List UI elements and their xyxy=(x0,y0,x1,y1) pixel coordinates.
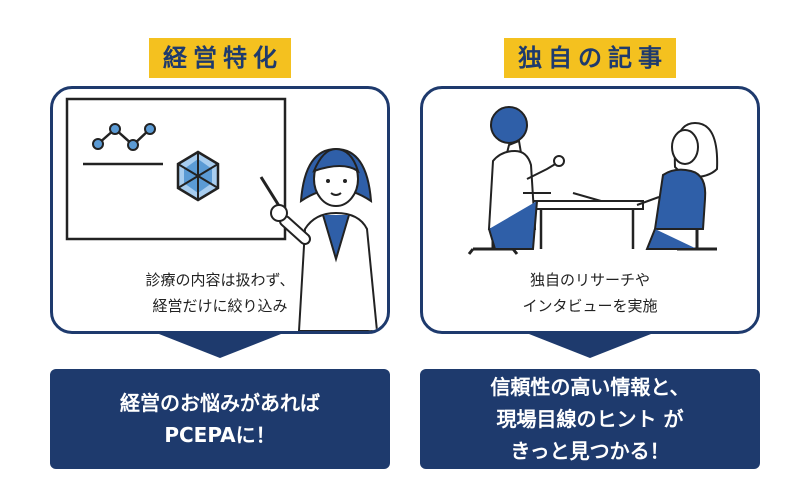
presenter-illustration xyxy=(65,97,379,331)
table-icon xyxy=(532,192,644,249)
feature-column-articles: 独自の記事 xyxy=(420,0,760,500)
feature-column-management: 経営特化 xyxy=(50,0,390,500)
caption-management: 診療の内容は扱わず、 経営だけに絞り込み xyxy=(145,271,295,315)
line-chart-icon xyxy=(97,127,151,147)
interviewee-woman-icon xyxy=(636,121,719,251)
interview-illustration xyxy=(467,106,719,255)
heading-management: 経営特化 xyxy=(50,38,390,78)
down-arrow-icon xyxy=(529,334,651,358)
interviewer-man-icon xyxy=(467,106,565,255)
presenter-woman-icon xyxy=(270,147,379,331)
card-management: 診療の内容は扱わず、 経営だけに絞り込み xyxy=(50,86,390,334)
whiteboard-icon xyxy=(65,97,287,241)
caption-articles: 独自のリサーチや インタビューを実施 xyxy=(522,271,658,315)
callout-management: 経営のお悩みがあれば PCEPAに！ xyxy=(50,369,390,469)
down-arrow-icon xyxy=(159,334,281,358)
heading-articles: 独自の記事 xyxy=(420,38,760,78)
hexagon-chart-icon xyxy=(176,150,220,202)
card-articles: 独自のリサーチや インタビューを実施 xyxy=(420,86,760,334)
callout-articles: 信頼性の高い情報と、 現場目線のヒント が きっと見つかる！ xyxy=(420,369,760,469)
